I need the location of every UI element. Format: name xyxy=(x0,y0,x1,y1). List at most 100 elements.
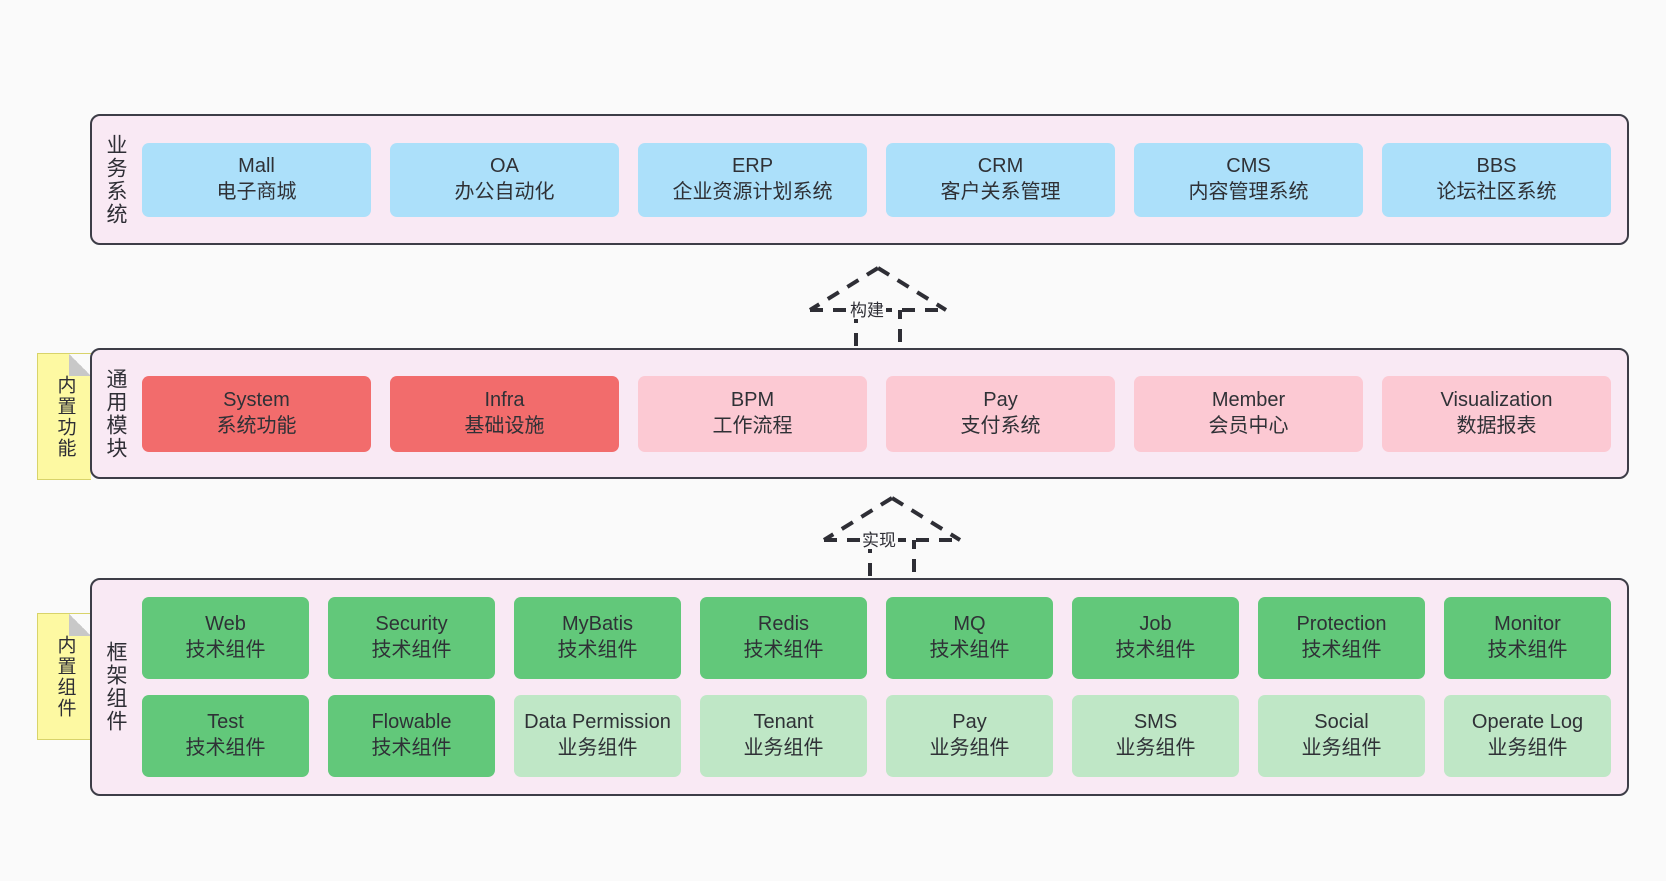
card-name: Web xyxy=(205,613,246,636)
card-desc: 支付系统 xyxy=(960,414,1041,437)
card-name: Data Permission xyxy=(524,711,671,734)
module-card-oa[interactable]: OA 办公自动化 xyxy=(390,142,619,217)
card-name: Member xyxy=(1211,388,1286,411)
card-name: Flowable xyxy=(371,711,452,734)
card-desc: 技术组件 xyxy=(1301,639,1382,661)
module-card-infra[interactable]: Infra 基础设施 xyxy=(390,375,619,452)
component-card-pay[interactable]: Pay 业务组件 xyxy=(886,695,1053,777)
card-name: MQ xyxy=(953,613,986,636)
card-name: OA xyxy=(490,154,519,177)
card-desc: 业务组件 xyxy=(1301,737,1382,759)
component-card-flowable[interactable]: Flowable 技术组件 xyxy=(328,695,495,777)
component-card-social[interactable]: Social 业务组件 xyxy=(1258,695,1425,777)
card-name: ERP xyxy=(731,154,774,177)
framework-row-business: Test 技术组件 Flowable 技术组件 Data Permission … xyxy=(142,695,1611,777)
card-desc: 技术组件 xyxy=(371,737,452,759)
layer-modules-title: 通用模块 xyxy=(104,367,128,460)
card-name: Infra xyxy=(484,388,525,411)
card-desc: 业务组件 xyxy=(1487,737,1568,759)
module-card-crm[interactable]: CRM 客户关系管理 xyxy=(886,142,1115,217)
layer-common-modules: 通用模块 System 系统功能 Infra 基础设施 BPM 工作流程 Pay… xyxy=(90,348,1629,479)
module-card-system[interactable]: System 系统功能 xyxy=(142,375,371,452)
card-name: Social xyxy=(1314,711,1369,734)
card-name: Pay xyxy=(952,711,987,734)
card-name: System xyxy=(223,388,290,411)
layer-modules-body: System 系统功能 Infra 基础设施 BPM 工作流程 Pay 支付系统… xyxy=(138,350,1627,477)
card-name: Tenant xyxy=(753,711,814,734)
card-name: CMS xyxy=(1226,154,1271,177)
layer-business-body: Mall 电子商城 OA 办公自动化 ERP 企业资源计划系统 CRM 客户关系… xyxy=(138,116,1627,243)
component-card-protection[interactable]: Protection 技术组件 xyxy=(1258,597,1425,679)
modules-row: System 系统功能 Infra 基础设施 BPM 工作流程 Pay 支付系统… xyxy=(142,375,1611,452)
realization-arrow-icon xyxy=(822,496,962,582)
card-desc: 技术组件 xyxy=(185,737,266,759)
card-desc: 技术组件 xyxy=(185,639,266,661)
card-desc: 技术组件 xyxy=(371,639,452,661)
module-card-erp[interactable]: ERP 企业资源计划系统 xyxy=(638,142,867,217)
card-name: BBS xyxy=(1476,154,1517,177)
card-desc: 技术组件 xyxy=(557,639,638,661)
card-name: Operate Log xyxy=(1471,711,1584,734)
card-desc: 会员中心 xyxy=(1208,414,1289,437)
layer-framework-body: Web 技术组件 Security 技术组件 MyBatis 技术组件 Redi… xyxy=(138,580,1627,794)
module-card-pay[interactable]: Pay 支付系统 xyxy=(886,375,1115,452)
card-desc: 论坛社区系统 xyxy=(1436,180,1557,203)
component-card-redis[interactable]: Redis 技术组件 xyxy=(700,597,867,679)
component-card-mybatis[interactable]: MyBatis 技术组件 xyxy=(514,597,681,679)
module-card-member[interactable]: Member 会员中心 xyxy=(1134,375,1363,452)
note-builtin-components: 内置组件 xyxy=(37,613,91,740)
card-name: SMS xyxy=(1133,711,1178,734)
connector-implement-label: 实现 xyxy=(860,531,898,550)
card-name: Mall xyxy=(238,154,275,177)
note-label: 内置组件 xyxy=(54,634,76,719)
module-card-visualization[interactable]: Visualization 数据报表 xyxy=(1382,375,1611,452)
card-desc: 企业资源计划系统 xyxy=(672,180,833,203)
card-name: Protection xyxy=(1296,613,1387,636)
component-card-web[interactable]: Web 技术组件 xyxy=(142,597,309,679)
card-desc: 基础设施 xyxy=(464,414,545,437)
card-name: Test xyxy=(207,711,244,734)
module-card-mall[interactable]: Mall 电子商城 xyxy=(142,142,371,217)
card-desc: 业务组件 xyxy=(929,737,1010,759)
layer-framework-title: 框架组件 xyxy=(104,641,128,733)
component-card-job[interactable]: Job 技术组件 xyxy=(1072,597,1239,679)
layer-business-title: 业务系统 xyxy=(104,133,128,226)
module-card-cms[interactable]: CMS 内容管理系统 xyxy=(1134,142,1363,217)
card-desc: 技术组件 xyxy=(1487,639,1568,661)
note-builtin-functions: 内置功能 xyxy=(37,353,91,480)
card-desc: 数据报表 xyxy=(1456,414,1537,437)
component-card-operate-log[interactable]: Operate Log 业务组件 xyxy=(1444,695,1611,777)
component-card-monitor[interactable]: Monitor 技术组件 xyxy=(1444,597,1611,679)
layer-business-systems: 业务系统 Mall 电子商城 OA 办公自动化 ERP 企业资源计划系统 CRM… xyxy=(90,114,1629,245)
component-card-test[interactable]: Test 技术组件 xyxy=(142,695,309,777)
component-card-tenant[interactable]: Tenant 业务组件 xyxy=(700,695,867,777)
card-desc: 技术组件 xyxy=(743,639,824,661)
card-desc: 电子商城 xyxy=(216,180,297,203)
card-name: BPM xyxy=(730,388,775,411)
component-card-sms[interactable]: SMS 业务组件 xyxy=(1072,695,1239,777)
business-row: Mall 电子商城 OA 办公自动化 ERP 企业资源计划系统 CRM 客户关系… xyxy=(142,142,1611,217)
card-name: MyBatis xyxy=(561,613,634,636)
module-card-bpm[interactable]: BPM 工作流程 xyxy=(638,375,867,452)
card-desc: 业务组件 xyxy=(743,737,824,759)
connector-build: 构建 xyxy=(798,262,958,352)
component-card-security[interactable]: Security 技术组件 xyxy=(328,597,495,679)
card-desc: 技术组件 xyxy=(929,639,1010,661)
component-card-mq[interactable]: MQ 技术组件 xyxy=(886,597,1053,679)
component-card-data-permission[interactable]: Data Permission 业务组件 xyxy=(514,695,681,777)
card-name: Visualization xyxy=(1440,388,1553,411)
note-label: 内置功能 xyxy=(54,374,76,459)
connector-build-label: 构建 xyxy=(848,301,886,320)
card-desc: 工作流程 xyxy=(712,414,793,437)
card-name: Security xyxy=(375,613,448,636)
card-name: Pay xyxy=(983,388,1018,411)
card-desc: 内容管理系统 xyxy=(1188,180,1309,203)
card-name: Redis xyxy=(757,613,810,636)
card-name: Job xyxy=(1139,613,1172,636)
realization-arrow-icon xyxy=(808,266,948,352)
card-desc: 业务组件 xyxy=(1115,737,1196,759)
module-card-bbs[interactable]: BBS 论坛社区系统 xyxy=(1382,142,1611,217)
card-name: Monitor xyxy=(1494,613,1561,636)
card-desc: 业务组件 xyxy=(557,737,638,759)
